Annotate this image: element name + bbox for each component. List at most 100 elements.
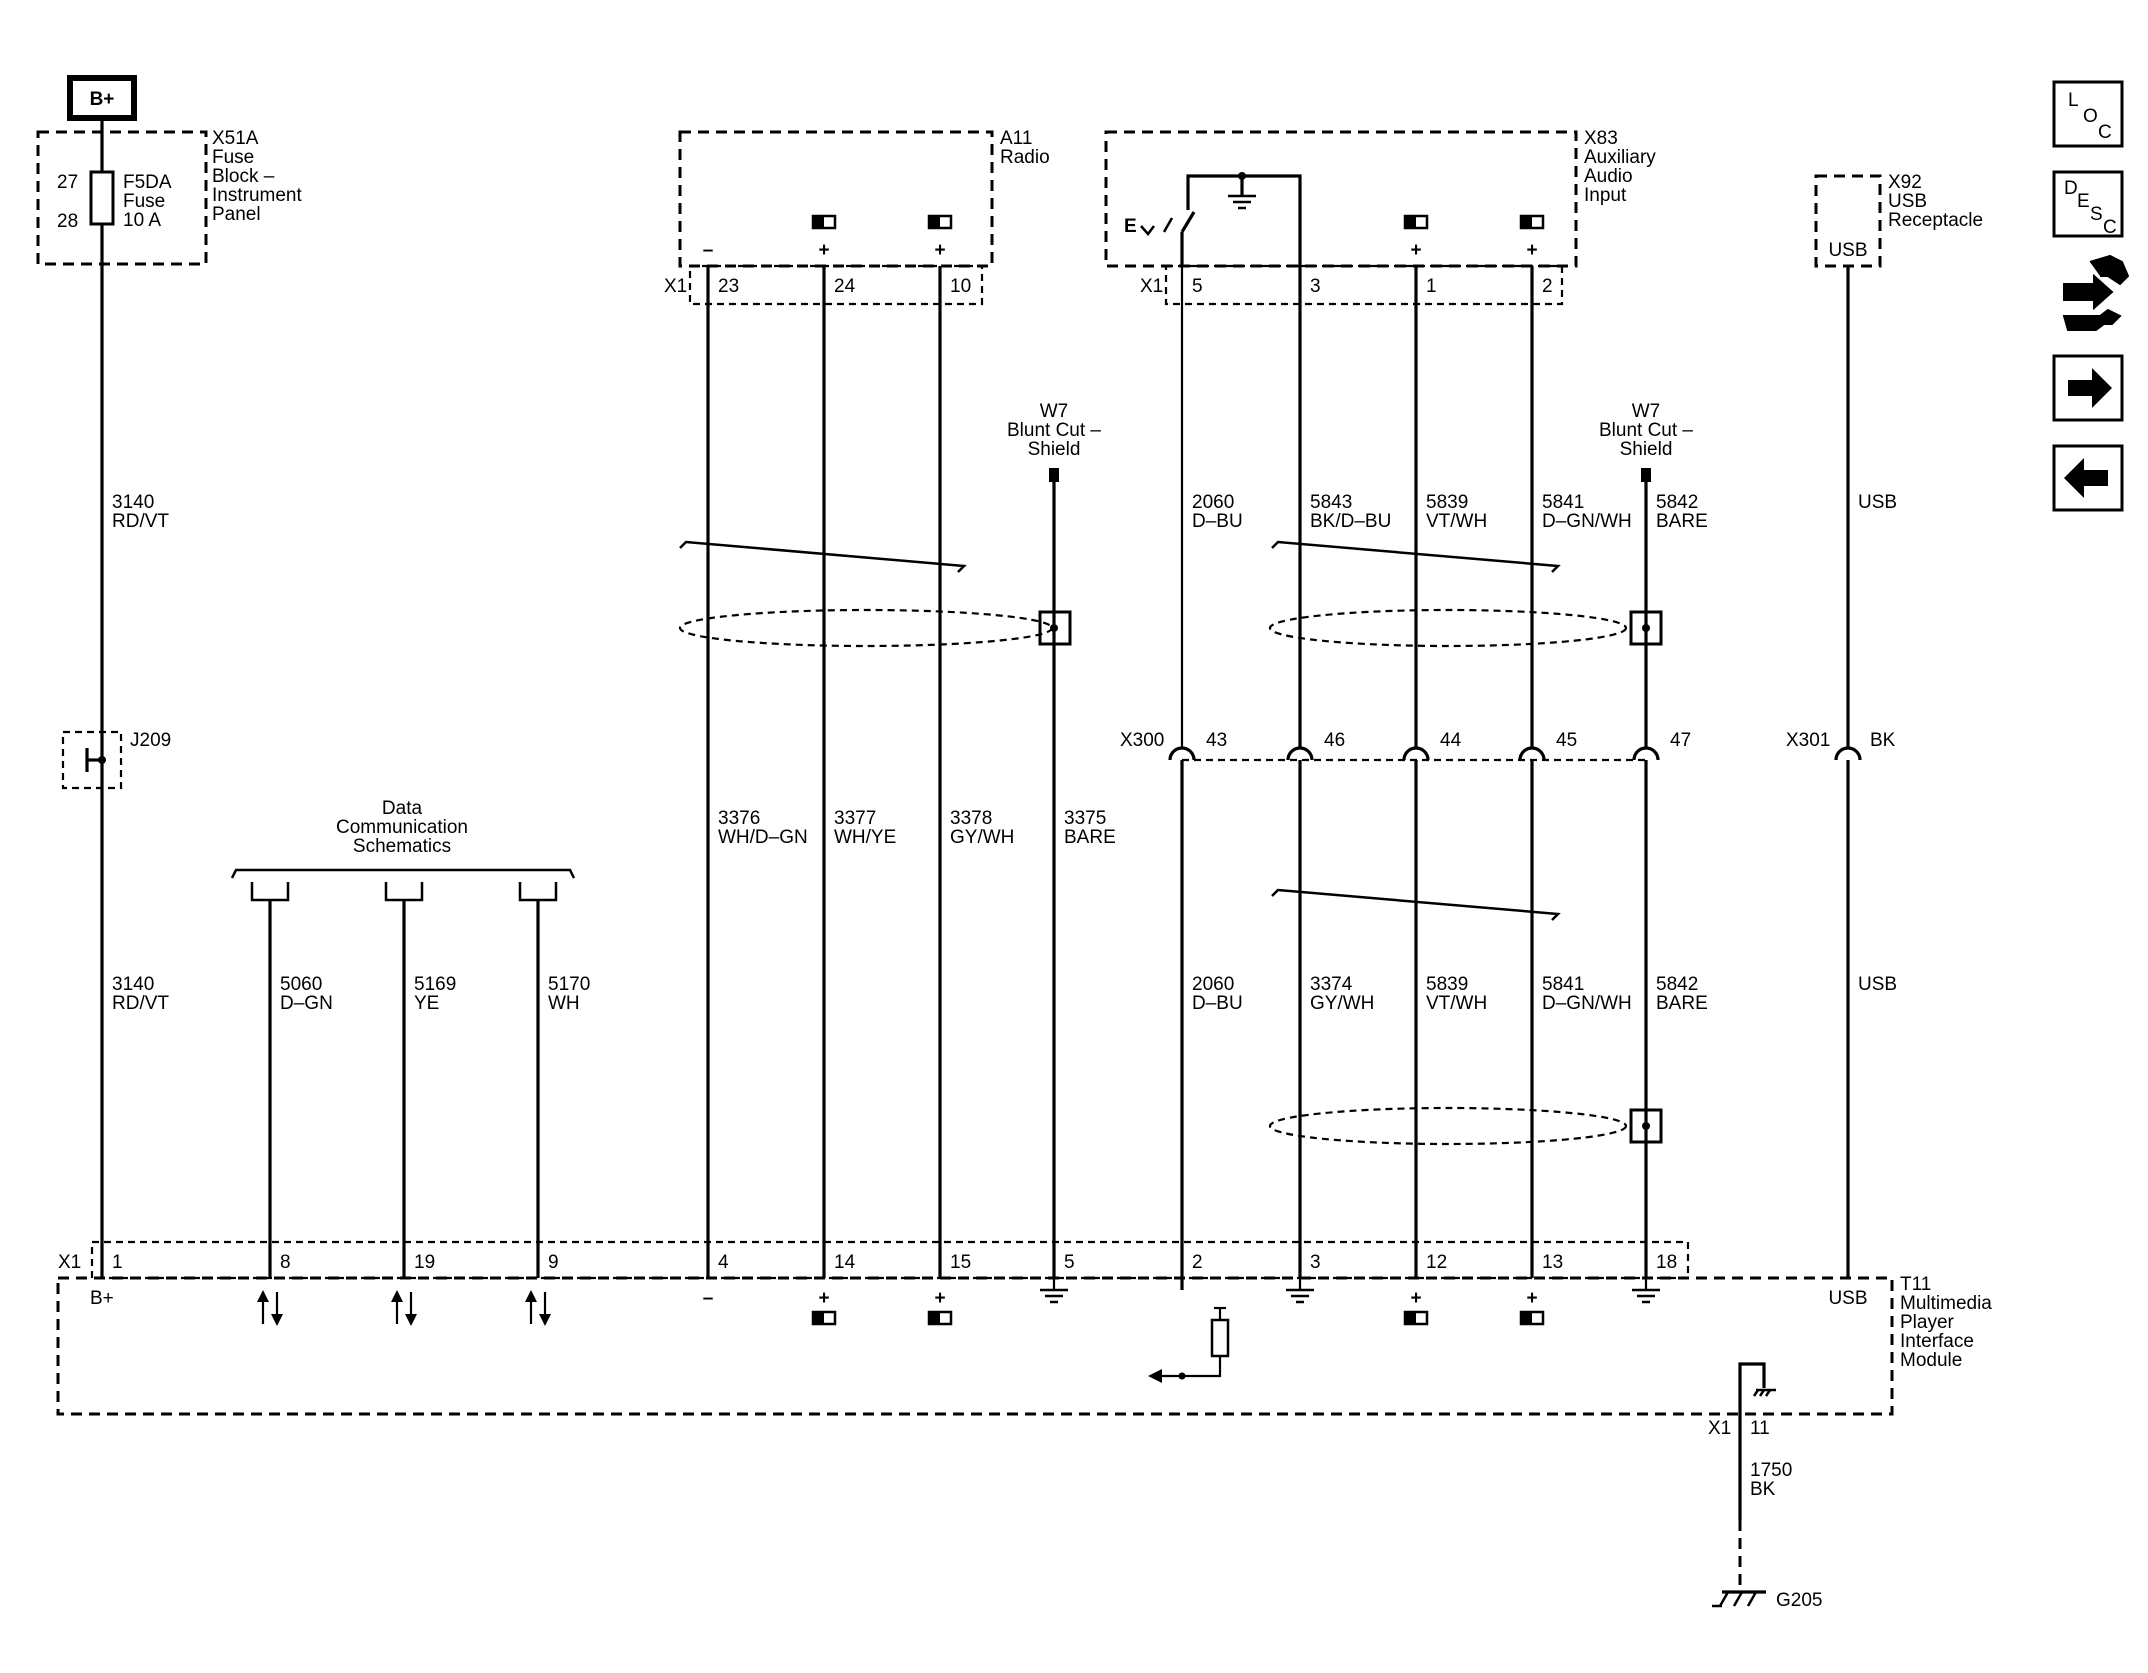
- module-pin-4: 4: [718, 1252, 729, 1273]
- shield-radio-label-3: Shield: [1028, 439, 1081, 460]
- aux-desc-1: Auxiliary: [1584, 147, 1656, 168]
- ground-name: G205: [1776, 1590, 1822, 1611]
- x300-label: X300: [1120, 730, 1164, 751]
- wire-5841-top-num: 5841: [1542, 492, 1584, 513]
- fuse-label-1: F5DA: [123, 172, 172, 193]
- shield-aux-label-2: Blunt Cut –: [1599, 420, 1693, 441]
- fuse-block-desc-3: Instrument: [212, 185, 302, 206]
- wire-usb-bot: USB: [1858, 974, 1897, 995]
- wire-3374-num: 3374: [1310, 974, 1353, 995]
- wire-5170-color: WH: [548, 993, 580, 1014]
- radio-plus-1: +: [818, 240, 829, 261]
- bidirectional-arrow-icon: [391, 1290, 417, 1326]
- data-comm-label-1: Data: [382, 798, 423, 819]
- battery-icon: [811, 214, 837, 230]
- description-button[interactable]: D E S C: [2052, 170, 2124, 238]
- wire-1750-num: 1750: [1750, 1460, 1792, 1481]
- resistor-icon: [1148, 1306, 1230, 1383]
- fuse-label-2: Fuse: [123, 191, 165, 212]
- ground-icon: [1286, 1278, 1314, 1304]
- module-bplus: B+: [90, 1288, 114, 1309]
- wire-5170-num: 5170: [548, 974, 590, 995]
- aux-pin-2: 2: [1542, 276, 1553, 297]
- aux-desc-2: Audio: [1584, 166, 1633, 187]
- splice-j209: J209: [61, 730, 171, 790]
- module-desc-1: Multimedia: [1900, 1293, 1992, 1314]
- wire-1750-color: BK: [1750, 1479, 1776, 1500]
- x301-label: X301: [1786, 730, 1830, 751]
- desc-letter-2: E: [2077, 191, 2090, 212]
- wire-5169-num: 5169: [414, 974, 456, 995]
- aux-pin-5: 5: [1192, 276, 1203, 297]
- module-desc-4: Module: [1900, 1350, 1962, 1371]
- wire-3140-bot-num: 3140: [112, 974, 154, 995]
- radio-pin-23: 23: [718, 276, 739, 297]
- x300-pin-46: 46: [1324, 730, 1345, 751]
- bplus-terminal: B+: [67, 75, 137, 121]
- wire-5839-top-color: VT/WH: [1426, 511, 1487, 532]
- bplus-label: B+: [90, 89, 115, 110]
- wire-2060-bot-num: 2060: [1192, 974, 1234, 995]
- next-page-button[interactable]: [2052, 354, 2124, 422]
- wire-5842-top-num: 5842: [1656, 492, 1698, 513]
- module-plus-15: +: [934, 1288, 945, 1309]
- arrow-right-icon: [2068, 368, 2112, 408]
- loc-letter-3: C: [2098, 122, 2112, 143]
- radio-minus: –: [703, 240, 714, 261]
- aux-plus-1: +: [1410, 240, 1421, 261]
- fuse-icon: [89, 170, 115, 226]
- module-pin-18: 18: [1656, 1252, 1677, 1273]
- module-plus-13: +: [1526, 1288, 1537, 1309]
- x300-pin-45: 45: [1556, 730, 1577, 751]
- connector-wrench-button[interactable]: [2062, 254, 2130, 331]
- splice-name: J209: [130, 730, 171, 751]
- aux-pin-3: 3: [1310, 276, 1321, 297]
- module-pin-3: 3: [1310, 1252, 1321, 1273]
- wire-3140-top-color: RD/VT: [112, 511, 169, 532]
- aux-switch-label: E: [1124, 216, 1137, 237]
- shield-aux-label-1: W7: [1632, 401, 1661, 422]
- module-pin-2: 2: [1192, 1252, 1203, 1273]
- loc-letter-2: O: [2083, 106, 2098, 127]
- wire-5842-bot-num: 5842: [1656, 974, 1698, 995]
- module-usb-pin: USB: [1828, 1288, 1867, 1309]
- aux-pin-1: 1: [1426, 276, 1437, 297]
- fuse-block-desc-1: Fuse: [212, 147, 254, 168]
- x300-pin-43: 43: [1206, 730, 1227, 751]
- wire-5169-color: YE: [414, 993, 439, 1014]
- battery-icon: [927, 1310, 953, 1326]
- wire-3374-color: GY/WH: [1310, 993, 1374, 1014]
- module-ground-pin-num: 11: [1750, 1418, 1770, 1439]
- location-button[interactable]: L O C: [2052, 80, 2124, 148]
- wire-5843-num: 5843: [1310, 492, 1352, 513]
- radio-conn: X1: [664, 276, 687, 297]
- wire-usb-top: USB: [1858, 492, 1897, 513]
- module-t11: X1 T11 Multimedia Player Interface Modul…: [56, 1240, 1992, 1416]
- x301-pin: BK: [1870, 730, 1896, 751]
- previous-page-button[interactable]: [2052, 444, 2124, 512]
- usb-rec-desc-1: USB: [1888, 191, 1927, 212]
- bidirectional-arrow-icon: [257, 1290, 283, 1326]
- inline-connector-x300: X300 43 46 44 45 47: [1120, 730, 1691, 762]
- module-pin-8: 8: [280, 1252, 291, 1273]
- chassis-ground-icon: [1712, 1590, 1766, 1608]
- ground-icon: [1040, 1278, 1068, 1304]
- module-conn: X1: [58, 1252, 81, 1273]
- wire-3375-num: 3375: [1064, 808, 1106, 829]
- aux-name: X83: [1584, 128, 1618, 149]
- module-name: T11: [1900, 1274, 1931, 1295]
- battery-icon: [1519, 214, 1545, 230]
- module-pin-1: 1: [112, 1252, 123, 1273]
- wire-3140-top-num: 3140: [112, 492, 154, 513]
- shield-radio-label-2: Blunt Cut –: [1007, 420, 1101, 441]
- module-plus-12: +: [1410, 1288, 1421, 1309]
- wire-3378-num: 3378: [950, 808, 992, 829]
- radio-a11: A11 Radio – + + X1 23 24 10: [664, 128, 1050, 306]
- desc-letter-4: C: [2103, 217, 2117, 238]
- data-comm-label-2: Communication: [336, 817, 468, 838]
- wire-3377-num: 3377: [834, 808, 876, 829]
- battery-icon: [1403, 214, 1429, 230]
- battery-icon: [927, 214, 953, 230]
- radio-desc: Radio: [1000, 147, 1050, 168]
- module-plus-14: +: [818, 1288, 829, 1309]
